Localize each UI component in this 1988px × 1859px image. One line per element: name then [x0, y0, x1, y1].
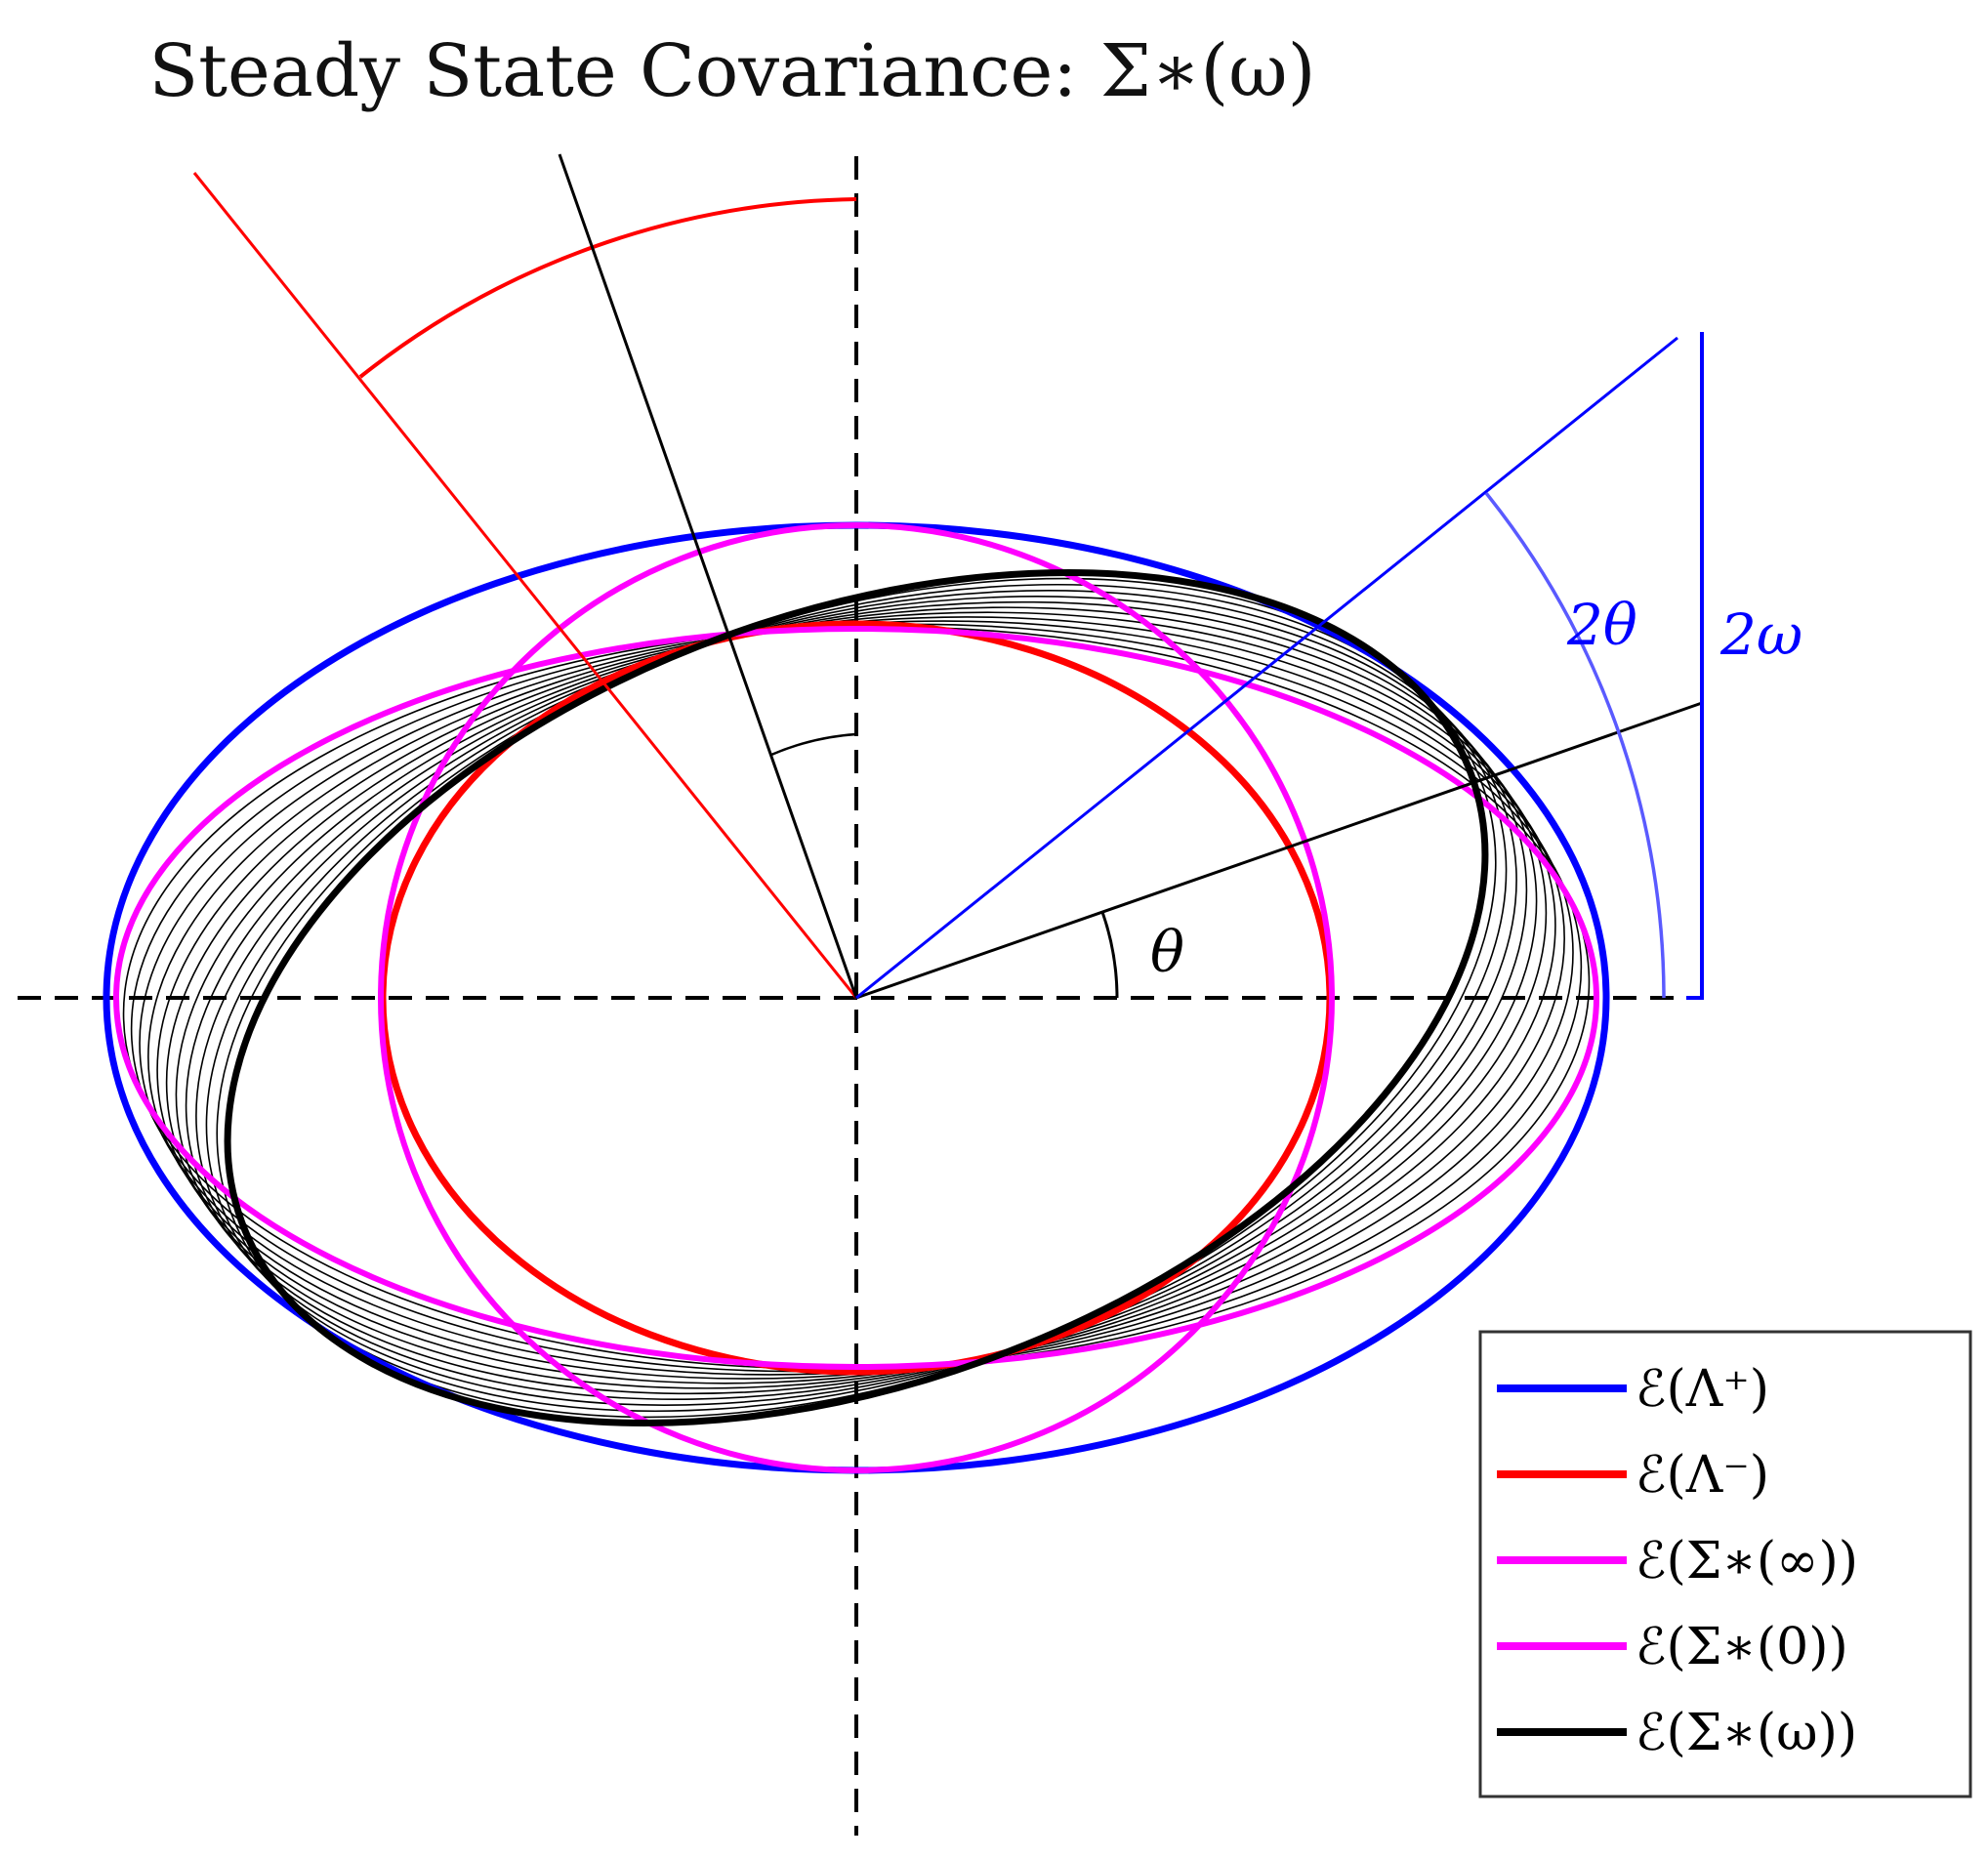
theta-label: θ — [1150, 919, 1184, 985]
legend-label: ℰ(Σ∗(0)) — [1636, 1618, 1848, 1676]
legend: ℰ(Λ⁺) ℰ(Λ⁻) ℰ(Σ∗(∞)) ℰ(Σ∗(0)) ℰ(Σ∗(ω)) — [1478, 1330, 1972, 1798]
two-omega-label: 2ω — [1719, 601, 1802, 668]
legend-entry: ℰ(Σ∗(0)) — [1497, 1618, 1848, 1676]
theta-arc — [1100, 911, 1119, 999]
blue-two-theta-line — [855, 336, 1678, 1000]
ellipse-sigma-infinity — [113, 626, 1599, 1370]
figure-title: Steady State Covariance: Σ∗(ω) — [148, 29, 1316, 113]
ellipse-sigma-zero — [378, 522, 1335, 1473]
two-theta-label: 2θ — [1566, 592, 1637, 658]
two-theta-arc — [1484, 491, 1666, 999]
red-direction-line — [192, 172, 858, 999]
ellipse-sigma-omega — [224, 569, 1489, 1426]
red-angle-arc — [358, 197, 857, 379]
legend-entry: ℰ(Σ∗(∞)) — [1497, 1532, 1858, 1590]
legend-entry: ℰ(Σ∗(ω)) — [1497, 1704, 1857, 1762]
black-minor-axis-line — [558, 153, 858, 999]
legend-label: ℰ(Λ⁺) — [1636, 1360, 1769, 1419]
legend-label: ℰ(Σ∗(ω)) — [1636, 1704, 1857, 1762]
legend-label: ℰ(Λ⁻) — [1636, 1446, 1769, 1505]
small-angle-arc — [770, 732, 857, 757]
legend-entry: ℰ(Λ⁻) — [1497, 1446, 1769, 1505]
black-major-axis-line — [855, 701, 1703, 1000]
legend-label: ℰ(Σ∗(∞)) — [1636, 1532, 1858, 1590]
legend-entry: ℰ(Λ⁺) — [1497, 1360, 1769, 1419]
